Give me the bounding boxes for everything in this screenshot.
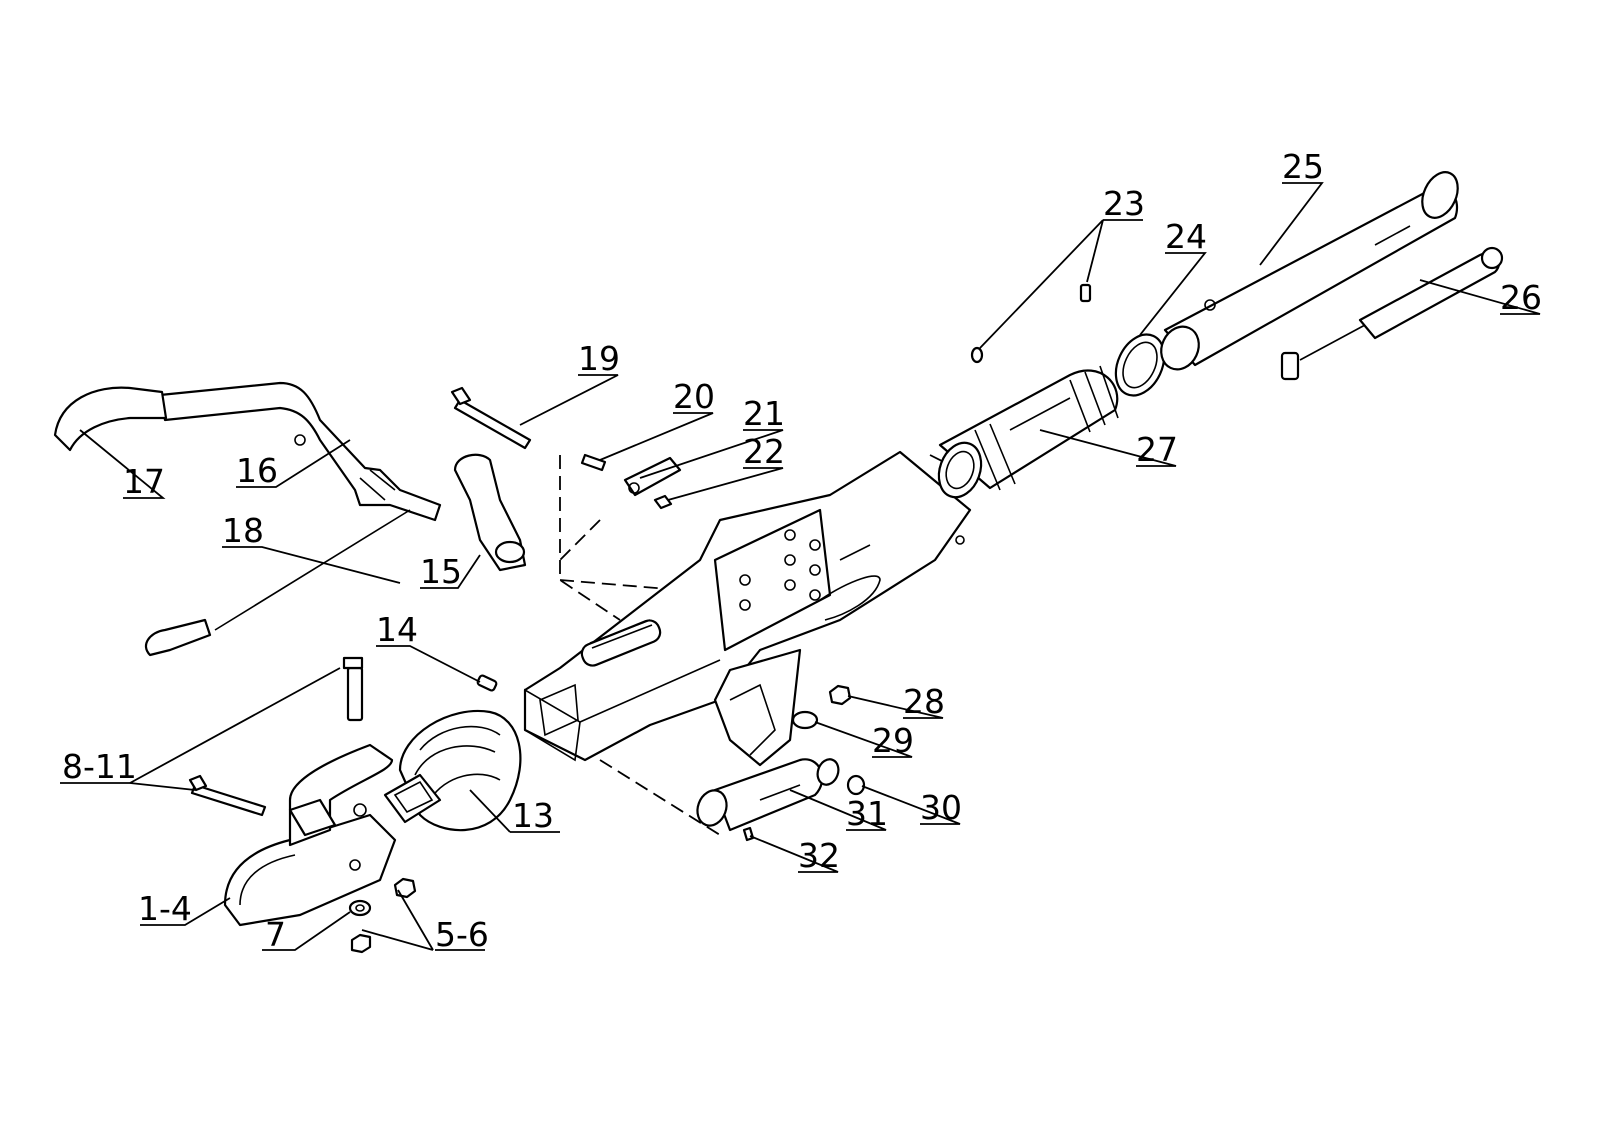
label-31: 31	[846, 794, 888, 833]
nut-and-ring	[791, 684, 852, 730]
label-24: 24	[1165, 217, 1207, 256]
label-14: 14	[376, 610, 418, 649]
label-32: 32	[798, 836, 840, 875]
label-30: 30	[920, 788, 962, 827]
label-25: 25	[1282, 147, 1324, 186]
damper-rod	[1280, 246, 1504, 381]
part-labels: 1-4 5-6 7 8-11 13 14 15 16 17 18 19 20 2…	[62, 147, 1542, 954]
drawbar-housing	[523, 450, 972, 767]
label-19: 19	[578, 339, 620, 378]
grease-nipples	[970, 283, 1092, 364]
pin-clevis-clip	[580, 453, 682, 510]
label-13: 13	[512, 796, 554, 835]
long-bolt-19	[450, 386, 532, 450]
leader-lines	[60, 182, 1541, 951]
bellows-boot	[383, 709, 522, 832]
label-17: 17	[123, 462, 165, 501]
label-23: 23	[1103, 184, 1145, 223]
label-20: 20	[673, 377, 715, 416]
label-7: 7	[265, 915, 286, 954]
bolts-8-11	[188, 656, 364, 817]
label-27: 27	[1136, 430, 1178, 469]
label-21: 21	[743, 394, 785, 433]
label-16: 16	[236, 451, 278, 490]
o-ring	[1114, 333, 1166, 397]
label-28: 28	[903, 682, 945, 721]
breakaway-cable	[144, 509, 411, 657]
label-5-6: 5-6	[435, 915, 489, 954]
coupling-head	[223, 743, 397, 927]
shock-absorber	[696, 758, 866, 842]
outer-tube	[1160, 171, 1459, 371]
handle-grip	[53, 386, 168, 452]
label-26: 26	[1500, 278, 1542, 317]
nuts-and-washers	[348, 877, 417, 954]
lever-bracket	[453, 453, 527, 572]
label-15: 15	[420, 552, 462, 591]
label-18: 18	[222, 511, 264, 550]
label-1-4: 1-4	[138, 889, 192, 928]
hand-brake-lever	[158, 381, 442, 522]
label-29: 29	[872, 721, 914, 760]
label-8-11: 8-11	[62, 747, 137, 786]
label-22: 22	[743, 432, 785, 471]
small-bolt-14	[476, 674, 498, 692]
inner-tube-with-bushings	[937, 365, 1119, 499]
